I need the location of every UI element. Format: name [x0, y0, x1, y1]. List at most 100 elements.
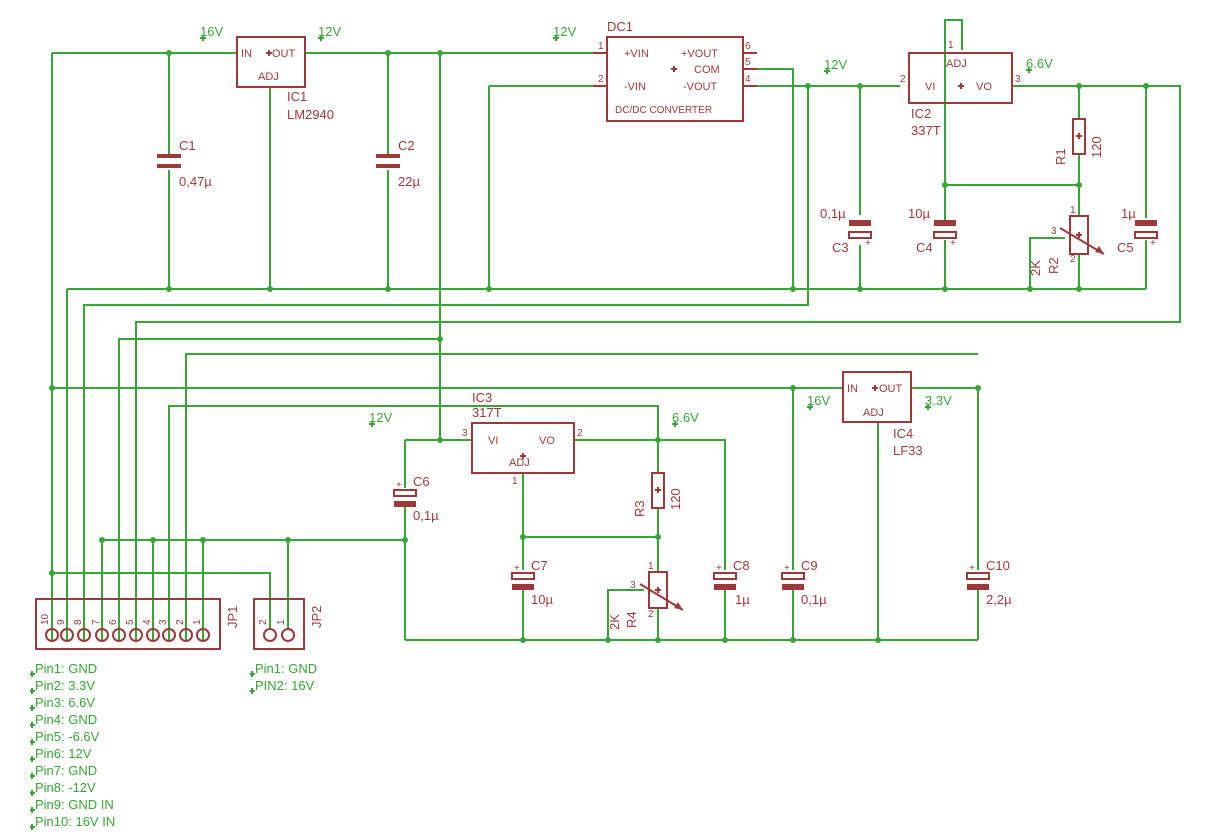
- connector-jp1: 10 9 8 7 6 5 4 3 2 1 JP1: [35, 598, 240, 650]
- ic1-name: IC1: [287, 89, 307, 104]
- ic2-pin2-number: 2: [900, 74, 906, 85]
- c4-value: 10µ: [908, 206, 930, 221]
- resistor-r1: R1 120: [1053, 118, 1104, 165]
- svg-text:+: +: [950, 238, 956, 249]
- dc1-caption: DC/DC CONVERTER: [615, 105, 712, 116]
- dc1-pin-com: COM: [694, 64, 720, 76]
- c6-value: 0,1µ: [413, 508, 439, 523]
- dc1-pin2-number: 2: [598, 74, 604, 85]
- jp1-pin-number: 6: [108, 619, 119, 625]
- net-label-6v6: 6.6V: [672, 410, 699, 425]
- jp1-pin-number: 10: [40, 613, 51, 625]
- capacitor-c6: + C6 0,1µ: [393, 474, 439, 523]
- capacitor-c3: + 0,1µ C3: [820, 206, 872, 255]
- ic3-pin-adj: ADJ: [509, 457, 530, 469]
- legend-jp1-line: Pin10: 16V IN: [35, 814, 115, 829]
- dc1-pin-vout-pos: +VOUT: [681, 48, 718, 60]
- ic3-name: IC3: [472, 390, 492, 405]
- r2-pin2-number: 2: [1070, 254, 1076, 265]
- c4-name: C4: [916, 240, 933, 255]
- jp1-pin-number: 3: [158, 619, 169, 625]
- ic4-value: LF33: [893, 443, 923, 458]
- svg-text:+: +: [1150, 238, 1156, 249]
- r1-value: 120: [1089, 136, 1104, 158]
- ic3-pin-vo: VO: [539, 435, 555, 447]
- ic3-pin2-number: 2: [577, 428, 583, 439]
- capacitors: C1 0,47µ C2 22µ + 0,1µ C3 + 10µ C4: [157, 138, 1158, 607]
- ic1-pin-adj: ADJ: [258, 71, 279, 83]
- net-label-12v: 12V: [369, 410, 392, 425]
- legend-jp1-line: Pin2: 3.3V: [35, 678, 95, 693]
- jp2-name: JP2: [309, 606, 324, 628]
- dc1-pin4-number: 4: [745, 74, 751, 85]
- dc1-pin5-number: 5: [745, 57, 751, 68]
- capacitor-c1: C1 0,47µ: [157, 138, 212, 189]
- r2-pin1-number: 1: [1070, 205, 1076, 216]
- ic1-pin-out: OUT: [272, 48, 296, 60]
- c8-value: 1µ: [735, 592, 750, 607]
- wires: [51, 19, 1181, 641]
- r4-pin2-number: 2: [648, 609, 654, 620]
- jp1-pin-number: 4: [142, 619, 153, 625]
- net-label-12v: 12V: [318, 24, 341, 39]
- ic1-lm2940: IN OUT ADJ IC1 LM2940: [236, 36, 334, 122]
- dc1-pin-vout-neg: -VOUT: [683, 81, 718, 93]
- ic3-value: 317T: [472, 405, 502, 420]
- c7-name: C7: [531, 558, 548, 573]
- net-labels: 16V 12V 12V 12V 6.6V 12V 6.6V 16V 3.3V: [200, 24, 1053, 425]
- capacitor-c8: + C8 1µ: [713, 558, 750, 607]
- c10-value: 2,2µ: [986, 592, 1012, 607]
- ic3-317t: VI VO ADJ 3 2 1 IC3 317T: [462, 390, 583, 487]
- trimmer-r4: 1 2 3 2K R4: [607, 561, 684, 630]
- ic3-pin1-number: 1: [512, 476, 518, 487]
- r2-name: R2: [1046, 257, 1061, 274]
- net-label-markers: [200, 35, 1032, 427]
- dc1-pin-vin-pos: +VIN: [624, 48, 649, 60]
- net-label-12v: 12V: [553, 24, 576, 39]
- svg-text:+: +: [784, 563, 790, 574]
- trimmer-r2: 1 2 3 2K R2: [1028, 205, 1105, 276]
- connector-jp2: 2 1 JP2: [253, 598, 324, 650]
- ic2-pin-vi: VI: [925, 81, 935, 93]
- r1-name: R1: [1053, 148, 1068, 165]
- ic2-337t: VI VO ADJ 1 2 3 IC2 337T: [900, 40, 1021, 138]
- ic2-value: 337T: [911, 123, 941, 138]
- legend-jp1-line: Pin3: 6.6V: [35, 695, 95, 710]
- ic3-pin-vi: VI: [488, 435, 498, 447]
- net-label-6v6: 6.6V: [1026, 56, 1053, 71]
- c1-name: C1: [179, 138, 196, 153]
- capacitor-c2: C2 22µ: [376, 138, 420, 189]
- legend-jp1: Pin1: GND Pin2: 3.3V Pin3: 6.6V Pin4: GN…: [30, 661, 115, 830]
- net-label-16v: 16V: [200, 24, 223, 39]
- c2-name: C2: [398, 138, 415, 153]
- legend-jp1-line: Pin4: GND: [35, 712, 97, 727]
- r4-pin1-number: 1: [648, 561, 654, 572]
- capacitor-c10: + C10 2,2µ: [966, 558, 1012, 607]
- jp1-pads: [45, 628, 210, 642]
- dc1-name: DC1: [607, 19, 633, 34]
- legend-jp1-line: Pin1: GND: [35, 661, 97, 676]
- legend-jp1-line: Pin9: GND IN: [35, 797, 114, 812]
- ic2-name: IC2: [911, 106, 931, 121]
- r3-name: R3: [632, 500, 647, 517]
- capacitor-c4: + 10µ C4: [908, 206, 957, 255]
- capacitor-c9: + C9 0,1µ: [781, 558, 827, 607]
- dc1-pin6-number: 6: [745, 41, 751, 52]
- legend-jp2: Pin1: GND PIN2: 16V: [250, 661, 317, 694]
- svg-text:+: +: [716, 563, 722, 574]
- ic2-pin-adj: ADJ: [946, 58, 967, 70]
- ic4-pin-in: IN: [847, 383, 858, 395]
- net-label-16v: 16V: [807, 393, 830, 408]
- legend-jp1-line: Pin7: GND: [35, 763, 97, 778]
- legend-jp1-line: Pin5: -6.6V: [35, 729, 100, 744]
- junctions: [49, 50, 1149, 643]
- net-label-3v3: 3.3V: [925, 393, 952, 408]
- r4-value: 2K: [607, 614, 622, 630]
- svg-text:+: +: [969, 563, 975, 574]
- jp2-pin-number: 2: [258, 619, 269, 625]
- r3-value: 120: [668, 488, 683, 510]
- ic2-pin-vo: VO: [976, 81, 992, 93]
- c2-value: 22µ: [398, 174, 420, 189]
- c10-name: C10: [986, 558, 1010, 573]
- c3-name: C3: [832, 240, 849, 255]
